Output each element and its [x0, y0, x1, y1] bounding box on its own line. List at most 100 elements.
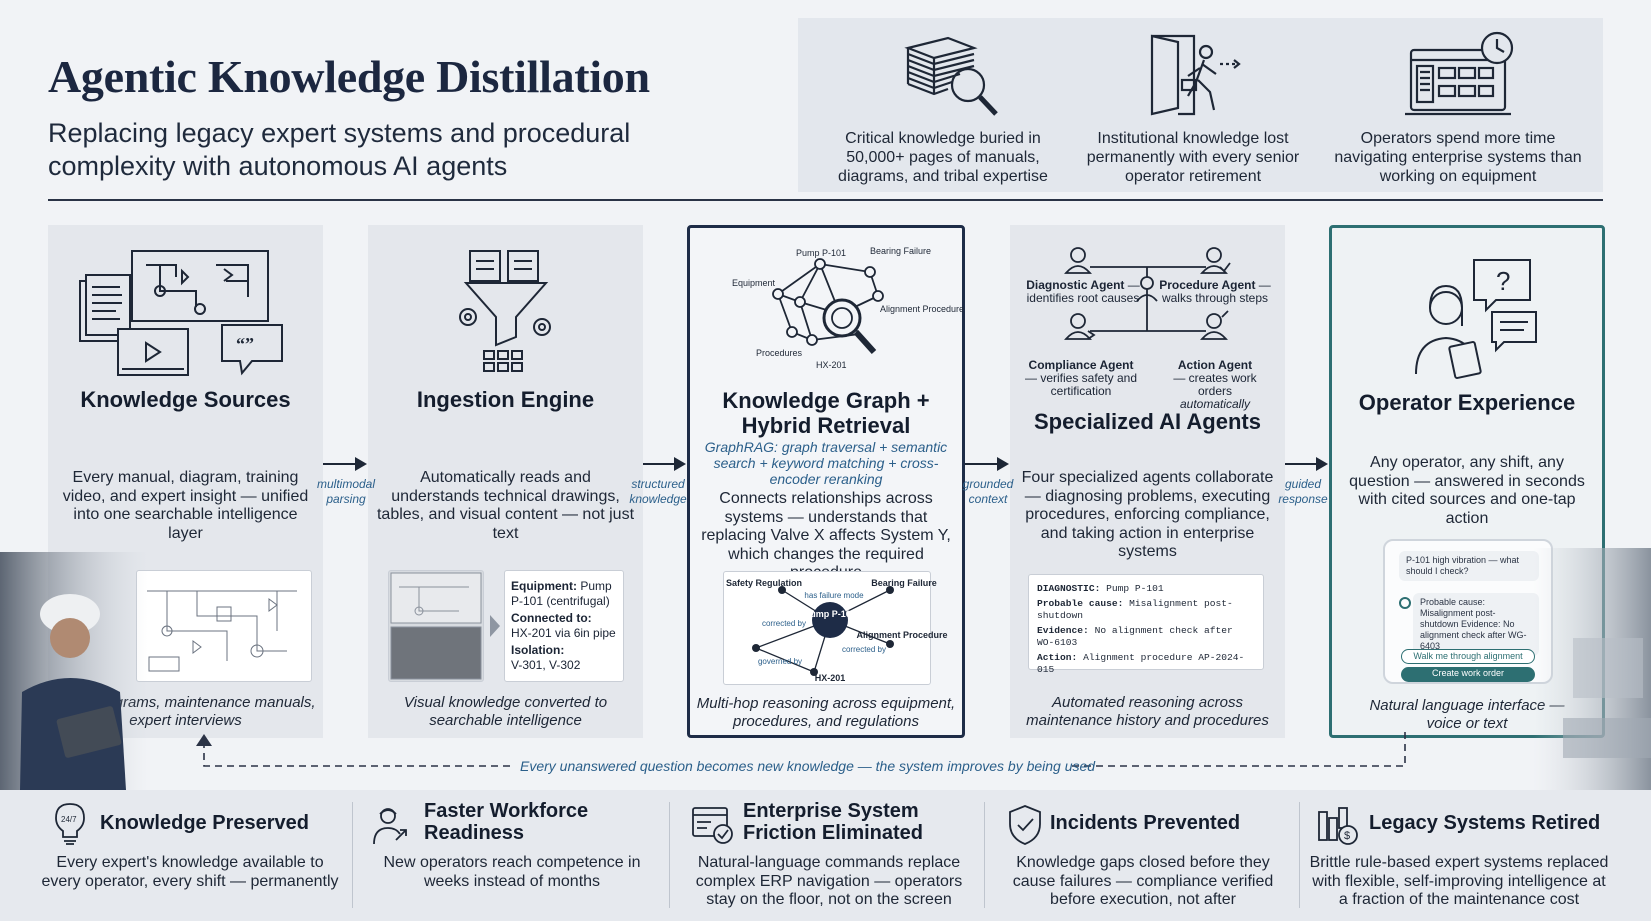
flow-label: grounded context — [962, 477, 1014, 506]
column-title: Ingestion Engine — [416, 387, 595, 412]
problem-text: Operators spend more time navigating ent… — [1334, 130, 1582, 185]
agent-role-emphasis: automatically — [1179, 397, 1251, 411]
feedback-loop-arrow-icon — [196, 732, 1406, 767]
column-ingestion-engine: Ingestion Engine Automatically reads and… — [368, 225, 643, 738]
agent-name: Action Agent — [1177, 358, 1253, 372]
create-work-order-button[interactable]: Create work order — [1401, 667, 1535, 682]
column-title: Knowledge Sources — [80, 387, 291, 412]
diag-label: Evidence: — [1037, 624, 1089, 636]
assistant-avatar-icon — [1399, 597, 1411, 609]
agent-role: walks through steps — [1161, 291, 1269, 305]
column-operator-experience: ? Operator Experience Any operator, any … — [1329, 225, 1605, 738]
chat-question-bubble: P-101 high vibration — what should I che… — [1399, 551, 1539, 581]
graph-node-label: Bearing Failure — [870, 246, 931, 256]
mini-graph-node: HX-201 — [815, 673, 846, 683]
chat-interface[interactable]: P-101 high vibration — what should I che… — [1383, 539, 1553, 684]
agent-role: identifies root causes — [1026, 291, 1140, 305]
outcome-text: Brittle rule-based expert systems replac… — [1309, 854, 1609, 908]
knowledge-graph-icon: Pump P-101 Bearing Failure Equipment Ali… — [732, 246, 964, 370]
extract-label: Equipment: — [511, 579, 577, 593]
agent-compliance: Compliance Agent— verifies safety and ce… — [1024, 358, 1138, 398]
column-specialized-agents: Diagnostic Agent —identifies root causes… — [1010, 225, 1285, 738]
svg-text:“”: “” — [236, 334, 254, 354]
walk-through-button[interactable]: Walk me through alignment — [1401, 649, 1535, 664]
agent-diagnostic: Diagnostic Agent —identifies root causes — [1026, 278, 1140, 305]
column-description: Every manual, diagram, training video, a… — [62, 469, 309, 542]
page-title: Agentic Knowledge Distillation — [48, 51, 650, 102]
outcome-text: Natural-language commands replace comple… — [695, 854, 963, 908]
outcome-title: Knowledge Preserved — [100, 812, 309, 834]
diag-value: Alignment procedure AP-2024-015 — [1037, 651, 1245, 676]
extracted-data-card: Equipment: Pump P-101 (centrifugal) Conn… — [504, 570, 624, 682]
diag-value: Pump P-101 — [1106, 583, 1164, 594]
document-stack-search-icon — [904, 36, 998, 116]
outcome-friction-eliminated: Enterprise System Friction Eliminated Na… — [679, 800, 979, 912]
diag-label: DIAGNOSTIC: — [1037, 583, 1101, 594]
outcome-title: Faster Workforce Readiness — [424, 800, 589, 844]
agent-name: Diagnostic Agent — [1026, 278, 1125, 292]
diag-value: No alignment check after WO-6103 — [1037, 624, 1233, 649]
chat-answer-bubble: Probable cause: Misalignment post-shutdo… — [1413, 593, 1539, 656]
mini-knowledge-graph: Pump P-101 Safety Regulation Bearing Fai… — [723, 571, 948, 685]
flow-label: structured knowledge — [629, 477, 687, 506]
problem-text: Institutional knowledge lost permanently… — [1086, 130, 1300, 185]
outcomes-band — [0, 790, 1651, 921]
extract-value: HX-201 via 6in pipe — [511, 625, 616, 640]
agent-network-icon — [1064, 247, 1231, 340]
column-description: Four specialized agents collaborate — di… — [1021, 469, 1274, 560]
column-title: Knowledge Graph + Hybrid Retrieval — [722, 388, 930, 438]
mini-graph-node: Safety Regulation — [726, 578, 802, 588]
flow-arrow-icon — [965, 457, 1009, 471]
agent-procedure: Procedure Agent —walks through steps — [1159, 278, 1271, 305]
svg-text:?: ? — [1496, 266, 1510, 296]
operator-question-icon: ? — [1415, 259, 1537, 379]
graph-node-label: Pump P-101 — [796, 248, 846, 258]
outcome-text: Every expert's knowledge available to ev… — [41, 854, 339, 890]
agent-name: Procedure Agent — [1159, 278, 1256, 292]
column-description: Automatically reads and understands tech… — [376, 469, 635, 542]
outcome-divider — [984, 802, 985, 908]
agent-role: verifies safety and certification — [1040, 371, 1138, 398]
mini-graph-edge: has failure mode — [804, 591, 864, 600]
column-title: Specialized AI Agents — [1034, 409, 1261, 434]
outcome-divider — [669, 802, 670, 908]
outcome-divider — [1299, 802, 1300, 908]
agent-role: creates work orders — [1188, 371, 1257, 398]
outcome-text: Knowledge gaps closed before they cause … — [1012, 854, 1274, 908]
page-subtitle: Replacing legacy expert systems and proc… — [48, 118, 631, 181]
extract-label: Connected to: — [511, 611, 592, 625]
knowledge-sources-icon: “” — [79, 250, 283, 376]
diag-label: Action: — [1037, 651, 1078, 663]
diag-label: Probable cause: — [1037, 597, 1124, 609]
flow-arrow-icon — [1285, 457, 1328, 471]
mini-graph-edge: governed by — [758, 657, 802, 666]
flow-label: guided response — [1278, 477, 1328, 506]
graph-node-label: HX-201 — [816, 360, 847, 370]
svg-text:24/7: 24/7 — [61, 815, 77, 824]
outcome-knowledge-preserved: 24/7 Knowledge Preserved Every expert's … — [38, 800, 342, 912]
enterprise-screen-clock-icon — [1405, 31, 1514, 116]
outcome-title: Incidents Prevented — [1050, 812, 1241, 834]
person-leaving-door-icon — [1150, 34, 1241, 116]
server-cost-icon: $ — [1318, 807, 1358, 845]
worker-tablet-photo — [0, 552, 148, 790]
graph-node-label: Alignment Procedure — [880, 304, 964, 314]
worker-growth-icon — [373, 808, 407, 845]
outcome-title: Enterprise System Friction Eliminated — [743, 800, 924, 844]
problem-item: Operators spend more time navigating ent… — [1328, 18, 1588, 192]
header-divider — [48, 199, 1603, 201]
graph-node-label: Equipment — [732, 278, 776, 288]
column-description: Any operator, any shift, any question — … — [1349, 454, 1585, 527]
column-caption: Automated reasoning across maintenance h… — [1026, 694, 1269, 729]
pid-diagram-thumbnail — [136, 570, 312, 682]
column-title: Operator Experience — [1358, 390, 1576, 415]
diagnostic-output-card: DIAGNOSTIC: Pump P-101 Probable cause: M… — [1028, 574, 1264, 675]
outcome-workforce-readiness: Faster Workforce Readiness New operators… — [362, 800, 662, 912]
problem-panel: Critical knowledge buried in 50,000+ pag… — [798, 18, 1603, 192]
graph-node-label: Procedures — [756, 348, 803, 358]
mini-graph-edge: corrected by — [842, 645, 886, 654]
column-description: Connects relationships across systems — … — [701, 490, 951, 581]
svg-text:$: $ — [1344, 830, 1350, 842]
extract-value: V-301, V-302 — [511, 657, 581, 672]
